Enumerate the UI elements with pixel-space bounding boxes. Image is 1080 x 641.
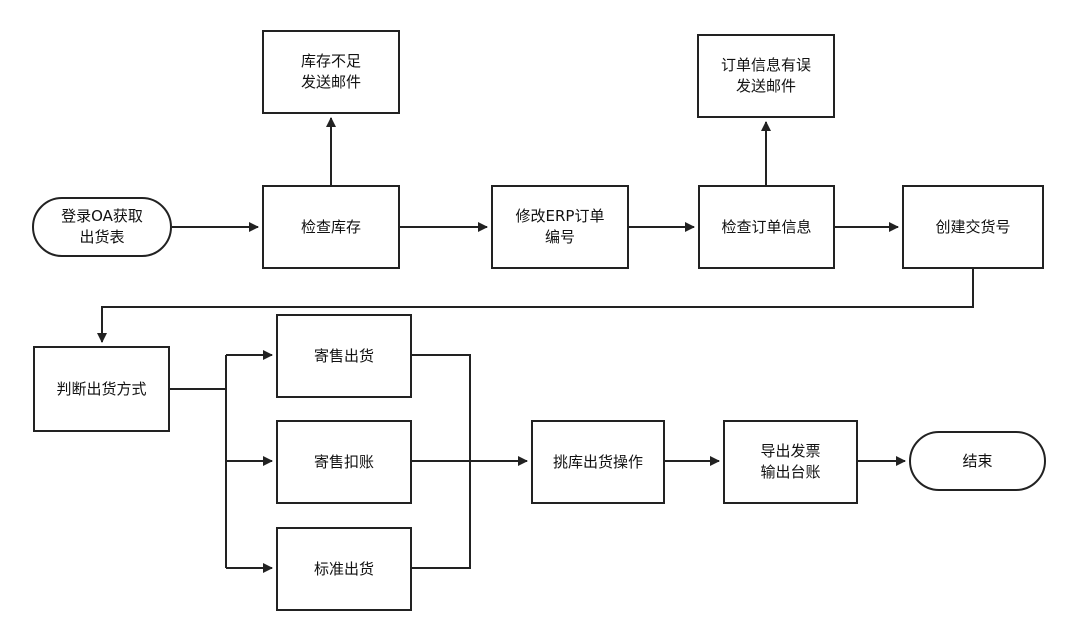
node-consign-ship: 寄售出货 (276, 314, 412, 398)
node-order-error-email: 订单信息有误 发送邮件 (697, 34, 835, 118)
node-create-delivery: 创建交货号 (902, 185, 1044, 269)
node-export-invoice: 导出发票 输出台账 (723, 420, 858, 504)
node-check-stock: 检查库存 (262, 185, 400, 269)
node-standard-ship: 标准出货 (276, 527, 412, 611)
node-judge-method: 判断出货方式 (33, 346, 170, 432)
node-consign-deduct: 寄售扣账 (276, 420, 412, 504)
edge-create-delivery-to-judge (97, 269, 974, 343)
node-pick-ship: 挑库出货操作 (531, 420, 665, 504)
node-check-order: 检查订单信息 (698, 185, 835, 269)
node-stock-short-email: 库存不足 发送邮件 (262, 30, 400, 114)
node-end: 结束 (909, 431, 1046, 491)
node-modify-erp: 修改ERP订单 编号 (491, 185, 629, 269)
node-login-start: 登录OA获取 出货表 (32, 197, 172, 257)
